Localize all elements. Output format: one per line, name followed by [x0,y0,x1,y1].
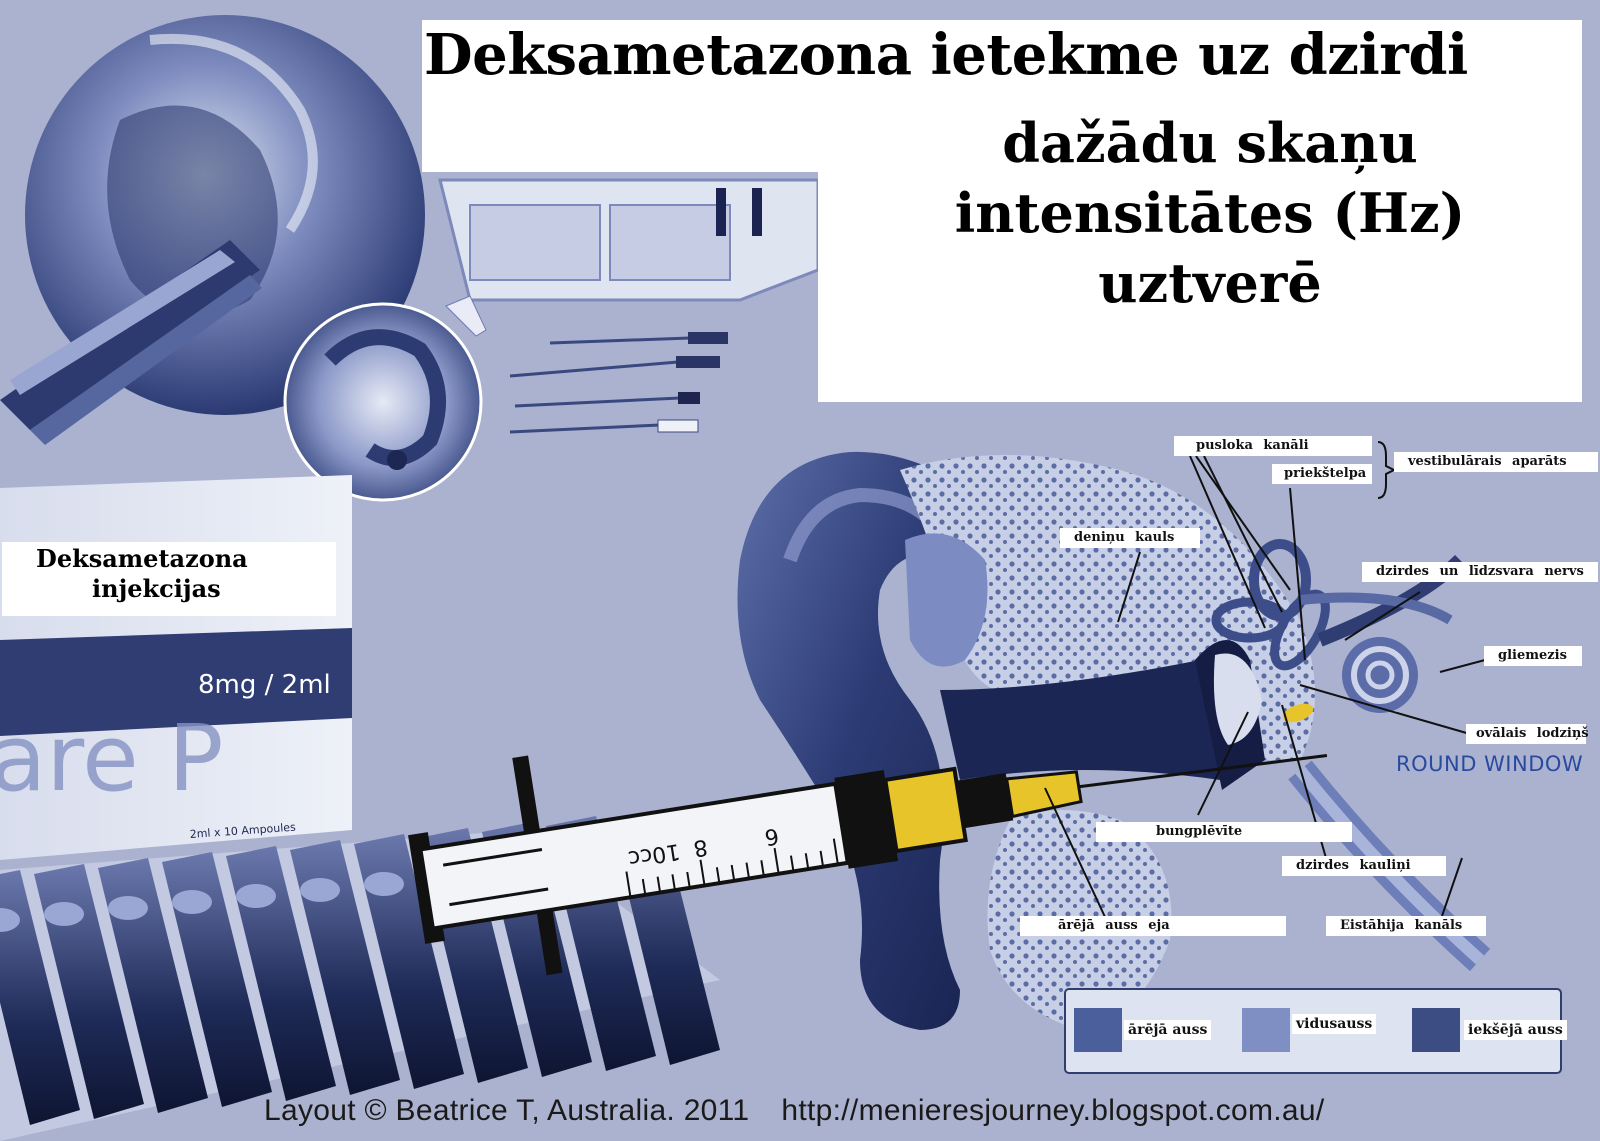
subtitle-line-3: uztverē [1098,251,1322,315]
injection-label-box [2,542,336,616]
needles [445,295,728,434]
subtitle-line-1: dažādu skaņu [1002,111,1418,175]
ampoule [290,840,400,1095]
surgical-instrument [0,240,262,445]
label-deninu-kauls: deniņu kauls [1060,528,1200,548]
ear-anatomy [737,451,1491,1030]
legend-swatch-middle-ear [1242,1008,1290,1052]
injection-label-line-2: injekcijas [92,574,221,603]
title-box [422,20,1582,172]
footer-url[interactable]: http://menieresjourney.blogspot.com.au/ [781,1094,1325,1127]
label-vestibularais-aparats: vestibulārais aparāts [1394,452,1598,472]
injection-label-line-1: Deksametazona [36,544,248,573]
label-bungplevite: bungplēvīte [1096,822,1352,842]
syringe-mark-8: 8 [692,834,710,861]
label-areja-auss-eja: ārējā auss eja [1020,916,1286,936]
label-dzirdes-kaulini: dzirdes kauliņi [1282,856,1446,876]
ear-canal [940,660,1240,780]
box-dosage-text: 8mg / 2ml [198,670,331,700]
outer-ear-pinna [737,451,960,1030]
ampoule [162,852,272,1107]
legend-swatch-inner-ear [1412,1008,1460,1052]
label-gliemezis: gliemezis [1484,646,1582,666]
footer-credit: Layout © Beatrice T, Australia. 2011 [264,1094,750,1127]
legend-swatch-outer-ear [1074,1008,1122,1052]
label-pusloka-kanali: pusloka kanāli [1174,436,1372,456]
injection-label: Deksametazona injekcijas [2,544,336,604]
legend-label-inner-ear: iekšējā auss [1464,1020,1567,1040]
label-dzirdes-nervs: dzirdes un līdzsvara nervs [1362,562,1598,582]
needle-tip [1282,703,1314,723]
ampoule [0,870,80,1125]
ampoule [34,864,144,1119]
svg-text:are P: are P [0,705,224,812]
leader-lines [1044,441,1486,918]
ampoule [98,858,208,1113]
subtitle-box [818,170,1582,402]
label-ovalais-lodzins: ovālais lodziņš [1466,724,1589,744]
syringe-mark-6: 6 [763,822,781,849]
label-eistahija-kanals: Eistāhija kanāls [1326,916,1486,936]
page-subtitle: dažādu skaņu intensitātes (Hz) uztverē [900,108,1520,318]
label-priekstelpa: priekštelpa [1272,464,1372,484]
footer: Layout © Beatrice T, Australia. 2011 http… [264,1094,1325,1128]
inner-ear [1211,539,1465,713]
subtitle-line-2: intensitātes (Hz) [954,181,1466,245]
legend-label-middle-ear: vidusauss [1292,1014,1377,1034]
ampoule [226,846,336,1101]
label-round-window: ROUND WINDOW [1396,752,1584,776]
legend-label-outer-ear: ārējā auss [1124,1020,1212,1040]
syringe: 10cc 8 6 [408,754,1328,976]
instrument-tray [438,178,820,302]
page-title: Deksametazona ietekme uz dzirdi [424,22,1468,88]
ampoule [354,834,464,1089]
legend: ārējā auss vidusauss iekšējā auss [1064,988,1567,1074]
medicine-box: 8mg / 2ml are P 2ml x 10 Ampoules [0,475,352,860]
